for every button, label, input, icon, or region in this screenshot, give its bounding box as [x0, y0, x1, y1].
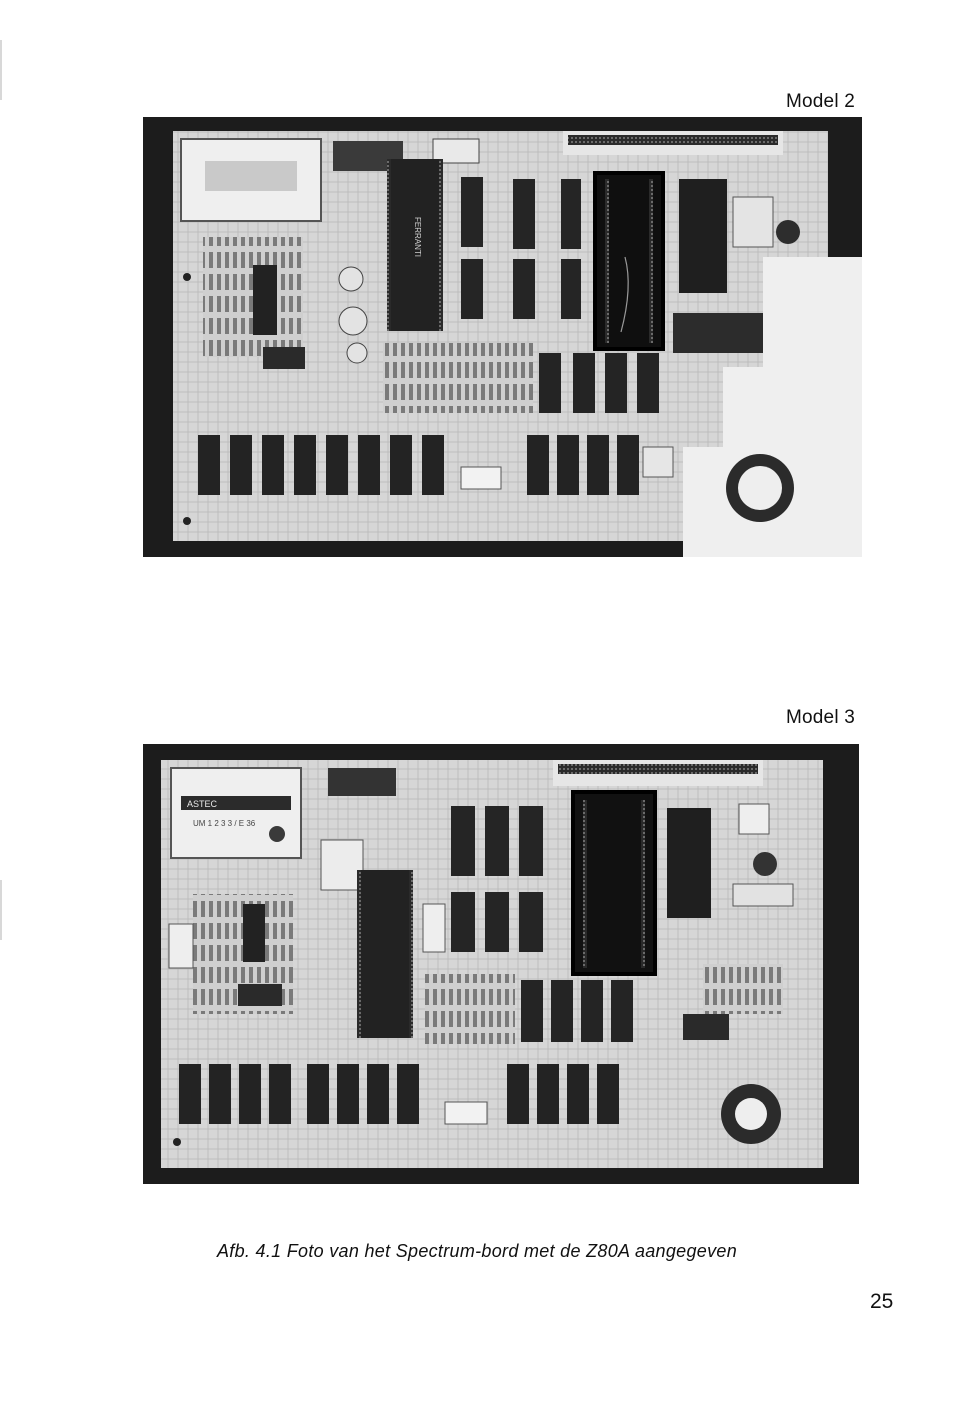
rf-modulator: [180, 138, 322, 222]
figure-caption: Afb. 4.1 Foto van het Spectrum-bord met …: [217, 1241, 738, 1261]
modulator-code: UM 1 2 3 3 / E 36: [193, 819, 256, 828]
modulator-brand: ASTEC: [187, 799, 218, 809]
page-number: 25: [870, 1290, 894, 1313]
page-edge-mark: [0, 880, 2, 940]
ula-chip: [361, 870, 409, 1038]
rom-chip: [667, 808, 711, 918]
spectrum-board-model-2-photo: FERRANTI: [143, 117, 862, 557]
spectrum-board-model-3-photo: ASTEC UM 1 2 3 3 / E 36: [143, 744, 859, 1184]
page-edge-mark: [0, 40, 2, 100]
rom-chip: [679, 179, 727, 293]
rf-modulator: [170, 767, 302, 859]
ula-marking: FERRANTI: [413, 217, 422, 257]
ula-chip: [391, 159, 439, 331]
figure-label-model-3: Model 3: [786, 707, 855, 728]
figure-label-model-2: Model 2: [786, 91, 855, 112]
